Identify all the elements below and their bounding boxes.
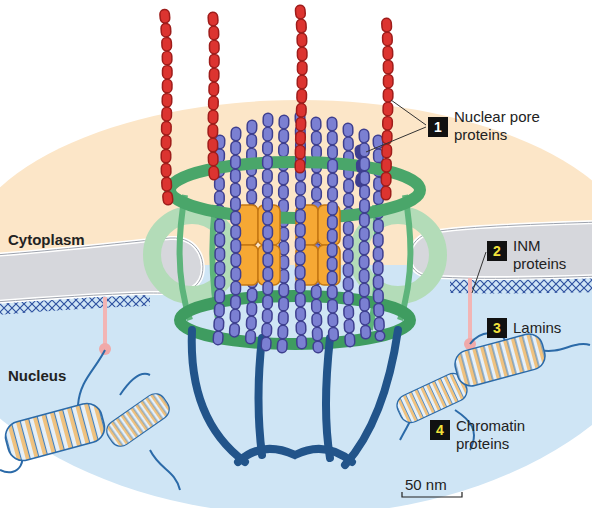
callout-label: INM proteins	[513, 237, 583, 273]
chromatin	[0, 331, 590, 490]
callout-number: 1	[428, 117, 448, 137]
region-label: Nucleus	[8, 367, 66, 384]
callout: 4Chromatin proteins	[430, 420, 541, 440]
callout: 3 Lamins	[487, 318, 583, 338]
callout: 1Nuclear pore proteins	[428, 117, 554, 137]
callout: 2INM proteins	[487, 241, 583, 261]
inm-protein	[468, 278, 472, 340]
callout-number: 3	[487, 318, 507, 338]
region-label: Cytoplasm	[8, 231, 85, 248]
callout-label: Lamins	[513, 319, 583, 337]
central-transporter	[236, 205, 340, 285]
scale-label: 50 nm	[405, 476, 447, 493]
callout-label: Nuclear pore proteins	[454, 108, 554, 144]
callout-label: Chromatin proteins	[456, 417, 541, 453]
inm-protein	[103, 297, 107, 345]
inm-protein	[99, 343, 111, 355]
nuclear-basket	[192, 330, 398, 465]
callout-number: 2	[487, 241, 507, 261]
spoke-ring	[358, 215, 438, 295]
cytoplasmic-filaments	[164, 8, 388, 200]
callout-number: 4	[430, 420, 450, 440]
